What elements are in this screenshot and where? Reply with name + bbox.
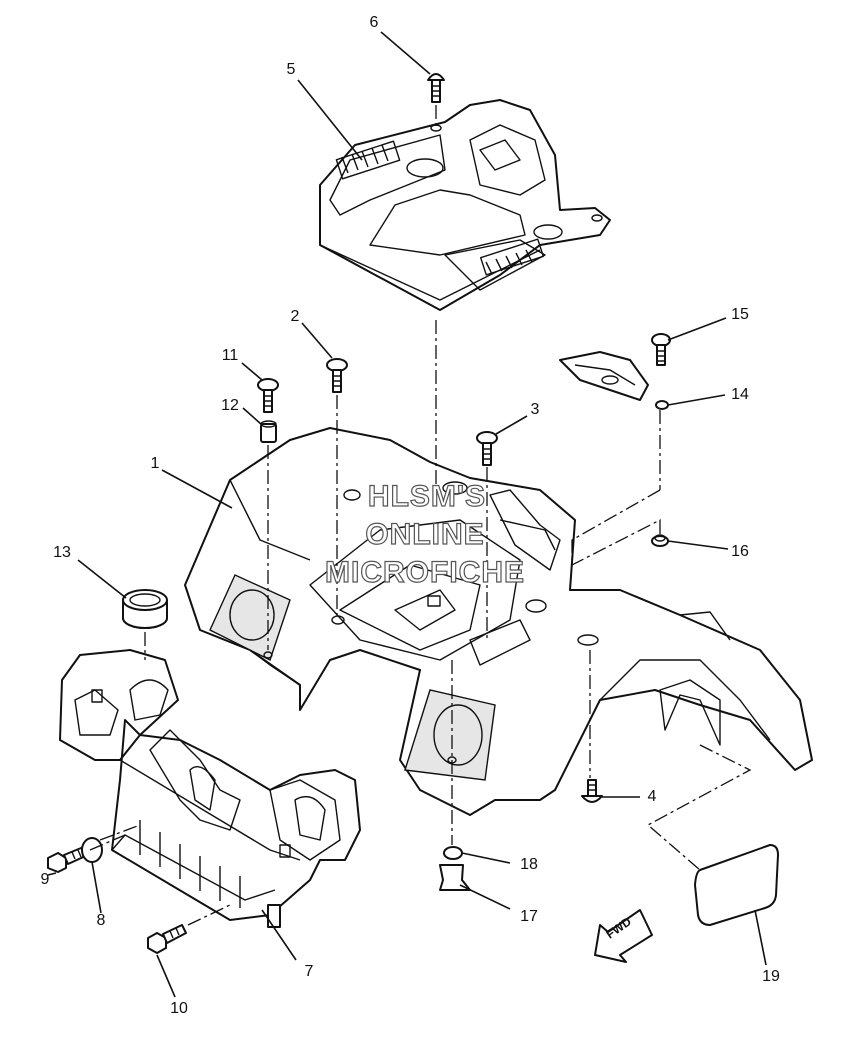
leader-lines [47,31,767,998]
callout-16: 16 [731,543,749,560]
part-13-grommet [122,589,168,629]
callout-11: 11 [221,347,239,364]
part-14-washer [655,400,669,410]
part-18-clip [443,846,463,860]
watermark-line-2: ONLINE [365,517,485,551]
callout-9: 9 [40,871,50,888]
part-16-grommet [651,534,669,547]
part-10-bolt [147,924,187,954]
callout-14: 14 [731,386,749,403]
part-17-clip [439,864,471,891]
callout-2: 2 [290,308,300,325]
callout-12: 12 [221,397,239,414]
callout-1: 1 [150,455,160,472]
part-6-screw [427,73,445,103]
part-3-bolt [476,431,498,466]
assembly-lines [89,105,752,926]
callout-15: 15 [731,306,749,323]
bracket-part [559,351,649,401]
watermark-line-1: HLSM'S [367,479,487,513]
part-19-label [694,844,779,926]
part-4-screw [581,779,603,803]
callout-5: 5 [286,61,296,78]
callout-3: 3 [530,401,540,418]
callout-10: 10 [170,1000,188,1017]
callout-8: 8 [96,912,106,929]
callout-13: 13 [53,544,71,561]
callout-4: 4 [647,788,657,805]
part-12-collar [260,420,277,443]
fwd-arrow-icon [594,909,653,963]
part-1-fender [184,427,813,816]
callout-18: 18 [520,856,538,873]
part-15-screw [651,333,671,366]
callout-6: 6 [369,14,379,31]
part-2-bolt [326,358,348,393]
callout-17: 17 [520,908,538,925]
callout-7: 7 [304,963,314,980]
part-8-cap [81,837,103,863]
watermark-line-3: MICROFICHE [324,555,525,589]
part-11-bolt [257,378,279,413]
part-5-top-cover [319,99,611,311]
part-7-carrier [59,649,361,928]
callout-19: 19 [762,968,780,985]
